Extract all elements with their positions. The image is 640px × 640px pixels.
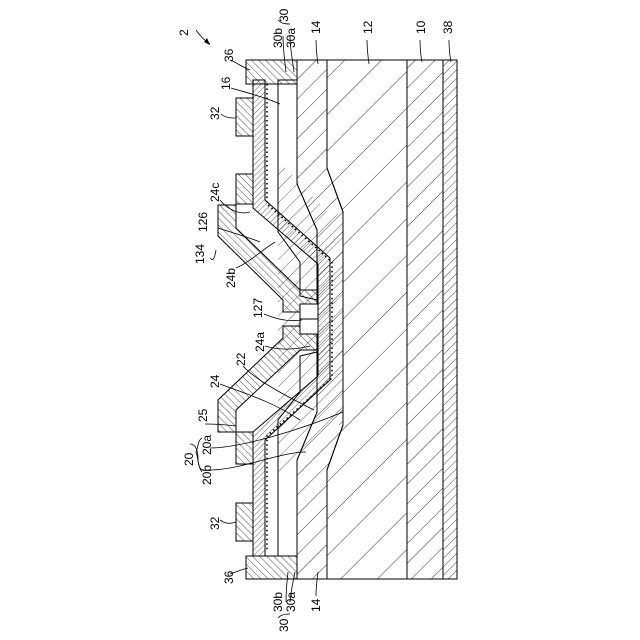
substrate-38 xyxy=(443,60,457,579)
label-20b: 20b xyxy=(200,465,214,485)
label-25: 25 xyxy=(196,408,210,422)
label-16: 16 xyxy=(219,76,233,90)
label-32-bottom: 32 xyxy=(208,516,222,530)
label-10: 10 xyxy=(414,20,428,34)
label-30b-top: 30b xyxy=(271,28,285,48)
label-24b: 24b xyxy=(224,268,238,288)
pad-36-bottom xyxy=(246,556,297,579)
label-30a-top: 30a xyxy=(284,28,298,48)
label-14-bottom: 14 xyxy=(309,598,323,612)
label-20: 20 xyxy=(182,452,196,466)
brace-30-bottom xyxy=(278,614,290,618)
label-30-bottom: 30 xyxy=(277,618,291,632)
figure-number: 38 xyxy=(441,20,455,34)
figure-arrow-icon xyxy=(204,38,210,45)
label-24c: 24c xyxy=(208,183,222,202)
figure-2-label: 2 xyxy=(177,29,191,36)
label-20a: 20a xyxy=(200,435,214,455)
electrode-24c xyxy=(236,174,253,204)
label-32-top: 32 xyxy=(208,106,222,120)
label-30-top: 30 xyxy=(277,8,291,22)
electrode-32-bottom xyxy=(236,503,253,541)
label-14-top: 14 xyxy=(309,20,323,34)
pad-36-top xyxy=(246,60,297,84)
label-22: 22 xyxy=(234,352,248,366)
label-24: 24 xyxy=(208,374,222,388)
electrode-25 xyxy=(236,432,253,464)
label-12: 12 xyxy=(361,20,375,34)
label-24a: 24a xyxy=(253,332,267,352)
electrode-32-top xyxy=(236,98,253,136)
label-30a-bottom: 30a xyxy=(284,592,298,612)
label-30b-bottom: 30b xyxy=(271,592,285,612)
label-127: 127 xyxy=(251,298,265,318)
label-134: 134 xyxy=(193,244,207,264)
label-126: 126 xyxy=(196,212,210,232)
label-36-bottom: 36 xyxy=(222,570,236,584)
label-36-top: 36 xyxy=(222,48,236,62)
layer-10 xyxy=(407,60,443,579)
